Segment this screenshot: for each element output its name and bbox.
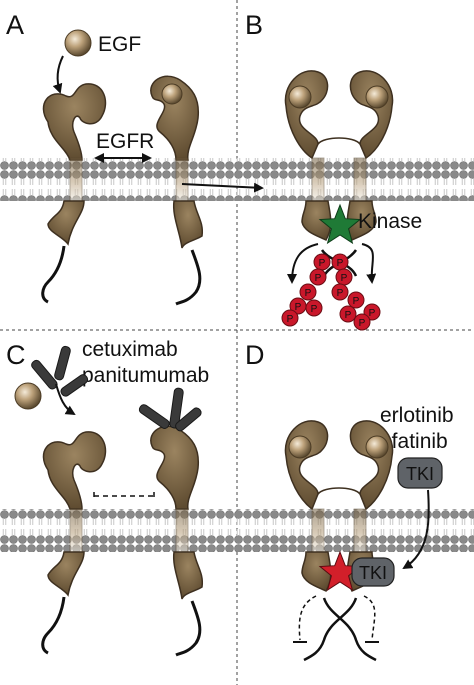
antibody-binding-arrow	[55, 383, 76, 416]
egf-label: EGF	[98, 33, 141, 56]
svg-text:P: P	[369, 308, 376, 319]
afatinib-label: afatinib	[380, 430, 448, 453]
svg-text:TKI: TKI	[359, 563, 387, 583]
egfr-dimer-active	[284, 70, 394, 241]
phosphate-icon: P	[309, 268, 327, 286]
egfr-receptor-right	[150, 75, 204, 306]
egfr-label: EGFR	[96, 130, 154, 153]
svg-text:P: P	[341, 273, 348, 284]
svg-text:P: P	[319, 258, 326, 269]
panel-c: C cetuximab panitumumab	[6, 338, 209, 657]
egf-unbound-icon	[14, 382, 42, 410]
svg-text:P: P	[315, 273, 322, 284]
phosphate-icon: P	[339, 305, 357, 323]
signal-arrow-right	[361, 243, 377, 284]
phosphate-icon: P	[353, 313, 371, 331]
phosphate-icon: P	[331, 283, 349, 301]
tki-binding-arrow	[402, 489, 430, 570]
panel-a: A EGF EGFR	[6, 10, 264, 306]
svg-text:P: P	[353, 296, 360, 307]
phosphate-cluster: P P P P P P P P P P P P P	[281, 253, 381, 331]
egfr-receptor-left	[41, 83, 107, 304]
phosphate-icon: P	[331, 253, 349, 271]
svg-text:P: P	[295, 302, 302, 313]
phosphate-icon: P	[313, 253, 331, 271]
svg-text:P: P	[345, 310, 352, 321]
svg-text:P: P	[287, 314, 294, 325]
kinase-label: Kinase	[358, 210, 422, 233]
phosphate-icon: P	[299, 283, 317, 301]
svg-text:TKI: TKI	[406, 464, 434, 484]
phosphate-icon: P	[347, 291, 365, 309]
egf-bound-right-icon	[365, 85, 389, 109]
panel-label-a: A	[6, 10, 24, 40]
antibody-bound-icon	[138, 387, 202, 432]
svg-text:P: P	[311, 304, 318, 315]
tki-drug-icon: TKI	[397, 457, 443, 489]
phosphate-icon: P	[281, 309, 299, 327]
transition-arrow	[181, 182, 264, 193]
panitumumab-label: panitumumab	[82, 364, 209, 387]
svg-text:P: P	[337, 288, 344, 299]
svg-text:P: P	[305, 288, 312, 299]
panel-d: D erlotinib afatinib TKI TKI	[245, 340, 454, 662]
egfr-receptor-left-blocked	[41, 431, 107, 655]
svg-text:P: P	[359, 318, 366, 329]
panel-label-c: C	[6, 340, 26, 370]
phosphate-icon: P	[305, 299, 323, 317]
antibody-free-icon	[31, 345, 89, 397]
egfr-receptor-right-blocked	[150, 425, 204, 657]
tki-bound-icon: TKI	[351, 557, 395, 587]
blocked-dimerization-indicator	[93, 492, 155, 500]
panel-b: B Kinase P P P P P P P P P P	[245, 10, 422, 331]
panel-label-b: B	[245, 10, 263, 40]
c-tail-crossing-inhibited	[303, 597, 377, 662]
svg-text:P: P	[337, 258, 344, 269]
egf-binding-arrow	[52, 55, 64, 94]
egf-bound-left-icon	[288, 435, 312, 459]
erlotinib-label: erlotinib	[380, 404, 454, 427]
egf-bound-right-icon	[365, 435, 389, 459]
egf-ligand-icon	[64, 29, 92, 57]
signal-arrow-left	[287, 243, 319, 284]
kinase-active-star-icon	[318, 203, 362, 245]
cetuximab-label: cetuximab	[82, 338, 178, 361]
panel-label-d: D	[245, 340, 265, 370]
egf-bound-icon	[161, 83, 183, 105]
blocked-signal-left	[298, 595, 317, 641]
egf-bound-left-icon	[288, 85, 312, 109]
phosphate-icon: P	[335, 268, 353, 286]
blocked-signal-right	[363, 595, 376, 641]
